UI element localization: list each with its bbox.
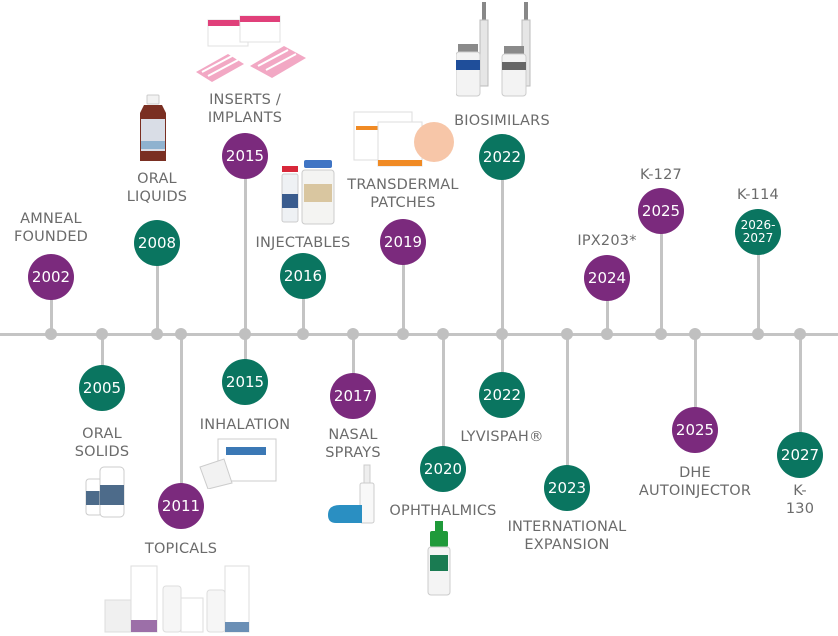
milestone-stem [500, 157, 504, 334]
milestone-stem [179, 334, 183, 506]
milestone-year-badge: 2022 [479, 134, 525, 180]
milestone-stem [756, 232, 760, 334]
timeline-dot [752, 328, 764, 340]
milestone-label: BIOSIMILARS [454, 113, 550, 129]
timeline-dot [96, 328, 108, 340]
milestone-stem [401, 242, 405, 334]
milestone-year-badge: 2026- 2027 [735, 209, 781, 255]
milestone-year-badge: 2002 [28, 254, 74, 300]
milestone-stem [100, 334, 104, 388]
milestone-stem [441, 334, 445, 469]
milestone-year-badge: 2027 [777, 432, 823, 478]
injectable-vials-image [281, 160, 335, 225]
timeline-dot [794, 328, 806, 340]
milestone-label: K-130 [785, 483, 815, 517]
milestone-stem [301, 276, 305, 334]
oral-solids-bottles-image [85, 466, 125, 518]
milestone-stem [659, 211, 663, 334]
timeline-dot [239, 328, 251, 340]
timeline-dot [347, 328, 359, 340]
eye-drop-bottle-image [427, 521, 451, 596]
milestone-year-badge: 2015 [222, 133, 268, 179]
milestone-stem [798, 334, 802, 455]
timeline-axis [0, 333, 838, 336]
milestone-label: ORAL LIQUIDS [126, 171, 188, 205]
milestone-stem [49, 277, 53, 334]
milestone-year-badge: 2020 [420, 446, 466, 492]
milestone-year-badge: 2025 [672, 407, 718, 453]
timeline-dot [437, 328, 449, 340]
milestone-stem [243, 334, 247, 382]
milestone-stem [351, 334, 355, 396]
milestone-label: INJECTABLES [255, 235, 351, 251]
timeline-dot [45, 328, 57, 340]
milestone-label: K-114 [737, 187, 779, 203]
nasal-spray-image [328, 464, 375, 524]
timeline-dot [655, 328, 667, 340]
milestone-year-badge: 2023 [544, 465, 590, 511]
milestone-stem [693, 334, 697, 430]
milestone-label: INSERTS / IMPLANTS [207, 92, 283, 126]
milestone-year-badge: 2011 [158, 483, 204, 529]
milestone-year-badge: 2015 [222, 359, 268, 405]
timeline-dot [601, 328, 613, 340]
topicals-products-image [104, 565, 250, 633]
milestone-label: K-127 [640, 167, 682, 183]
timeline-dot [561, 328, 573, 340]
timeline-dot [689, 328, 701, 340]
oral-liquids-bottle-image [140, 94, 166, 161]
milestone-year-badge: 2016 [280, 253, 326, 299]
milestone-label: IPX203* [577, 233, 637, 249]
milestone-year-badge: 2025 [638, 188, 684, 234]
milestone-label: INHALATION [199, 417, 291, 433]
milestone-label: ORAL SOLIDS [74, 426, 130, 460]
milestone-label: DHE AUTOINJECTOR [638, 465, 752, 499]
milestone-stem [565, 334, 569, 488]
milestone-label: NASAL SPRAYS [325, 427, 381, 461]
milestone-label: INTERNATIONAL EXPANSION [507, 519, 627, 553]
milestone-stem [155, 243, 159, 334]
transdermal-patches-image [353, 111, 454, 167]
timeline-dot [151, 328, 163, 340]
inhalation-box-image [199, 438, 277, 489]
milestone-stem [243, 156, 247, 334]
biosimilar-vials-image [456, 2, 531, 97]
timeline-dot [297, 328, 309, 340]
inserts-packages-image [196, 15, 306, 82]
milestone-stem [605, 278, 609, 334]
milestone-year-badge: 2005 [79, 365, 125, 411]
timeline-dot [175, 328, 187, 340]
milestone-year-badge: 2022 [479, 372, 525, 418]
milestone-label: LYVISPAH® [460, 429, 544, 445]
milestone-stem [500, 334, 504, 395]
milestone-label: AMNEAL FOUNDED [13, 211, 89, 245]
milestone-year-badge: 2024 [584, 255, 630, 301]
milestone-year-badge: 2019 [380, 219, 426, 265]
milestone-label: OPHTHALMICS [389, 503, 497, 519]
timeline-dot [397, 328, 409, 340]
milestone-label: TRANSDERMAL PATCHES [347, 177, 459, 211]
milestone-year-badge: 2017 [330, 373, 376, 419]
timeline-dot [496, 328, 508, 340]
milestone-year-badge: 2008 [134, 220, 180, 266]
milestone-label: TOPICALS [144, 541, 218, 557]
